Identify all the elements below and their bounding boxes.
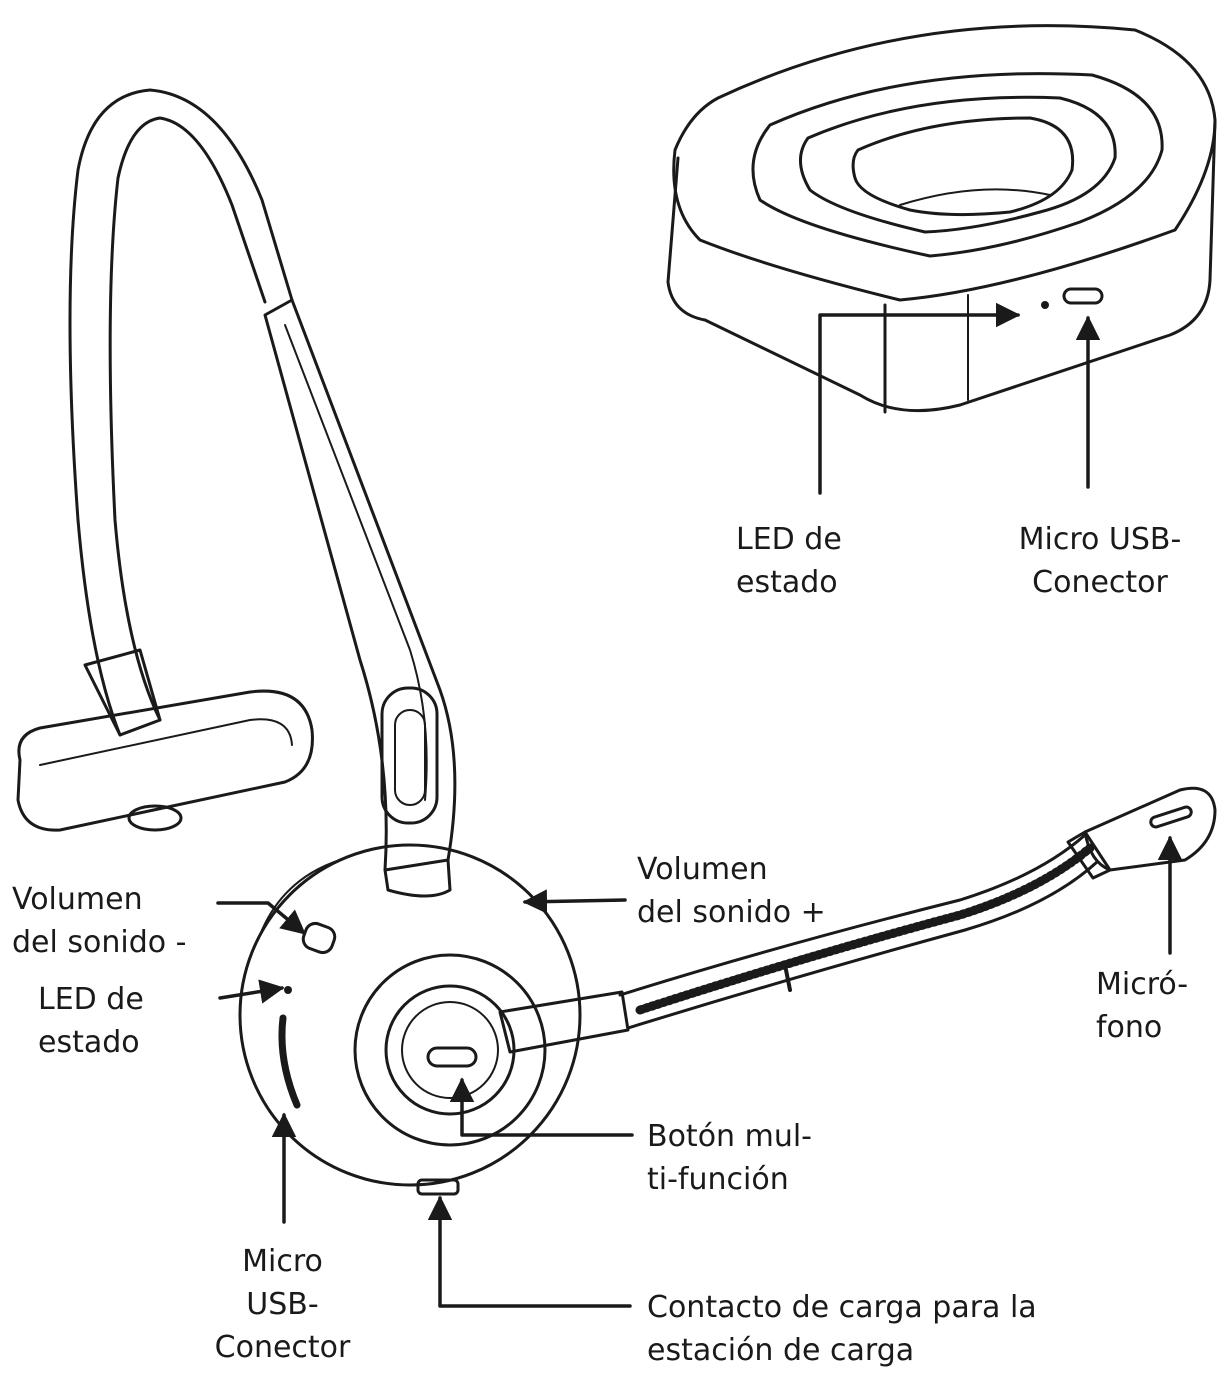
dock-cradle [851,116,1075,217]
earpiece-face [353,953,547,1147]
label-headset-led-line1: LED de [38,982,144,1017]
dock-top-surface [672,24,1217,302]
boom-arm-bottom [626,860,1099,1030]
label-multifunction-line1: Botón mul- [647,1119,812,1154]
label-headset-led-line2: estado [38,1025,140,1060]
label-dock-usb: Micro USB- Conector [1005,518,1195,604]
leader-headset-led [218,979,285,1004]
label-headset-usb-line1: Micro [242,1244,323,1279]
label-headset-usb: Micro USB- Conector [200,1240,365,1369]
label-volume-plus-line1: Volumen [637,852,768,887]
dock-inner-recess [799,95,1117,234]
temple-pad-knob [127,804,183,832]
dock-front-face [666,118,1217,413]
headset-led-dot [284,986,292,994]
multifunction-button [426,1046,478,1068]
label-volume-plus-line2: del sonido + [637,895,826,930]
mic-slot [1149,805,1193,829]
label-headset-usb-line2: USB- [246,1287,319,1322]
temple-pad [16,689,314,832]
dock-led-dot [1041,301,1049,309]
label-volume-minus-line2: del sonido - [12,925,187,960]
label-multifunction: Botón mul- ti-función [647,1115,812,1201]
label-headset-led: LED de estado [38,978,144,1064]
leader-multifunction [449,1077,634,1137]
label-dock-usb-line2: Conector [1032,565,1168,600]
headband-collar [83,648,162,737]
boom-arm-top [618,833,1087,997]
leader-volume-minus [216,901,306,935]
leader-charging-contact [427,1195,632,1308]
boom-arm-coil [635,843,1095,1015]
dock-outer-recess [751,72,1164,258]
earpiece-rim [261,859,341,931]
label-microphone: Micró- fono [1096,963,1188,1049]
label-charging-contact: Contacto de carga para la estación de ca… [647,1286,1037,1372]
label-charging-contact-line1: Contacto de carga para la [647,1290,1037,1325]
headband [68,88,457,898]
label-dock-led: LED de estado [736,518,842,604]
earpiece-housing [238,843,582,1187]
earpiece-face-ring [384,984,516,1116]
boom-base [498,990,630,1054]
temple-pad-inner [39,718,293,766]
temple-pad-body [16,689,314,832]
label-microphone-line2: fono [1096,1010,1163,1045]
boom-microphone [498,786,1217,1054]
headband-adjust-window-inner [394,709,426,806]
headband-slider-outer [263,298,457,872]
label-volume-minus: Volumen del sonido - [12,878,186,964]
leader-dock-led [818,302,1021,495]
mic-collar [1066,830,1112,880]
label-microphone-line1: Micró- [1096,967,1189,1002]
volume-minus-button [301,921,337,955]
label-volume-minus-line1: Volumen [12,882,143,917]
dock-cradle-curve [899,188,1051,206]
leader-volume-plus [522,889,627,914]
headband-neck [383,858,452,898]
charging-contact [416,1178,460,1196]
leader-lines [216,302,1183,1308]
headband-slider-inner [284,324,428,801]
dock-usb-port [1062,287,1104,305]
earpiece [238,843,582,1196]
label-dock-usb-line1: Micro USB- [1018,522,1182,557]
headband-outer [68,88,294,737]
charging-dock [666,24,1217,414]
label-multifunction-line2: ti-función [647,1162,789,1197]
label-volume-plus: Volumen del sonido + [637,848,826,934]
label-charging-contact-line2: estación de carga [647,1333,915,1368]
label-dock-led-line1: LED de [736,522,842,557]
mic-capsule [1083,786,1217,872]
label-dock-led-line2: estado [736,565,838,600]
earpiece-face-inner [401,1001,499,1099]
label-headset-usb-line3: Conector [214,1330,351,1365]
boom-joint [783,963,792,992]
headband-adjust-window [380,686,439,825]
headband-inner [108,116,267,722]
headset-usb-slot [278,1014,301,1109]
